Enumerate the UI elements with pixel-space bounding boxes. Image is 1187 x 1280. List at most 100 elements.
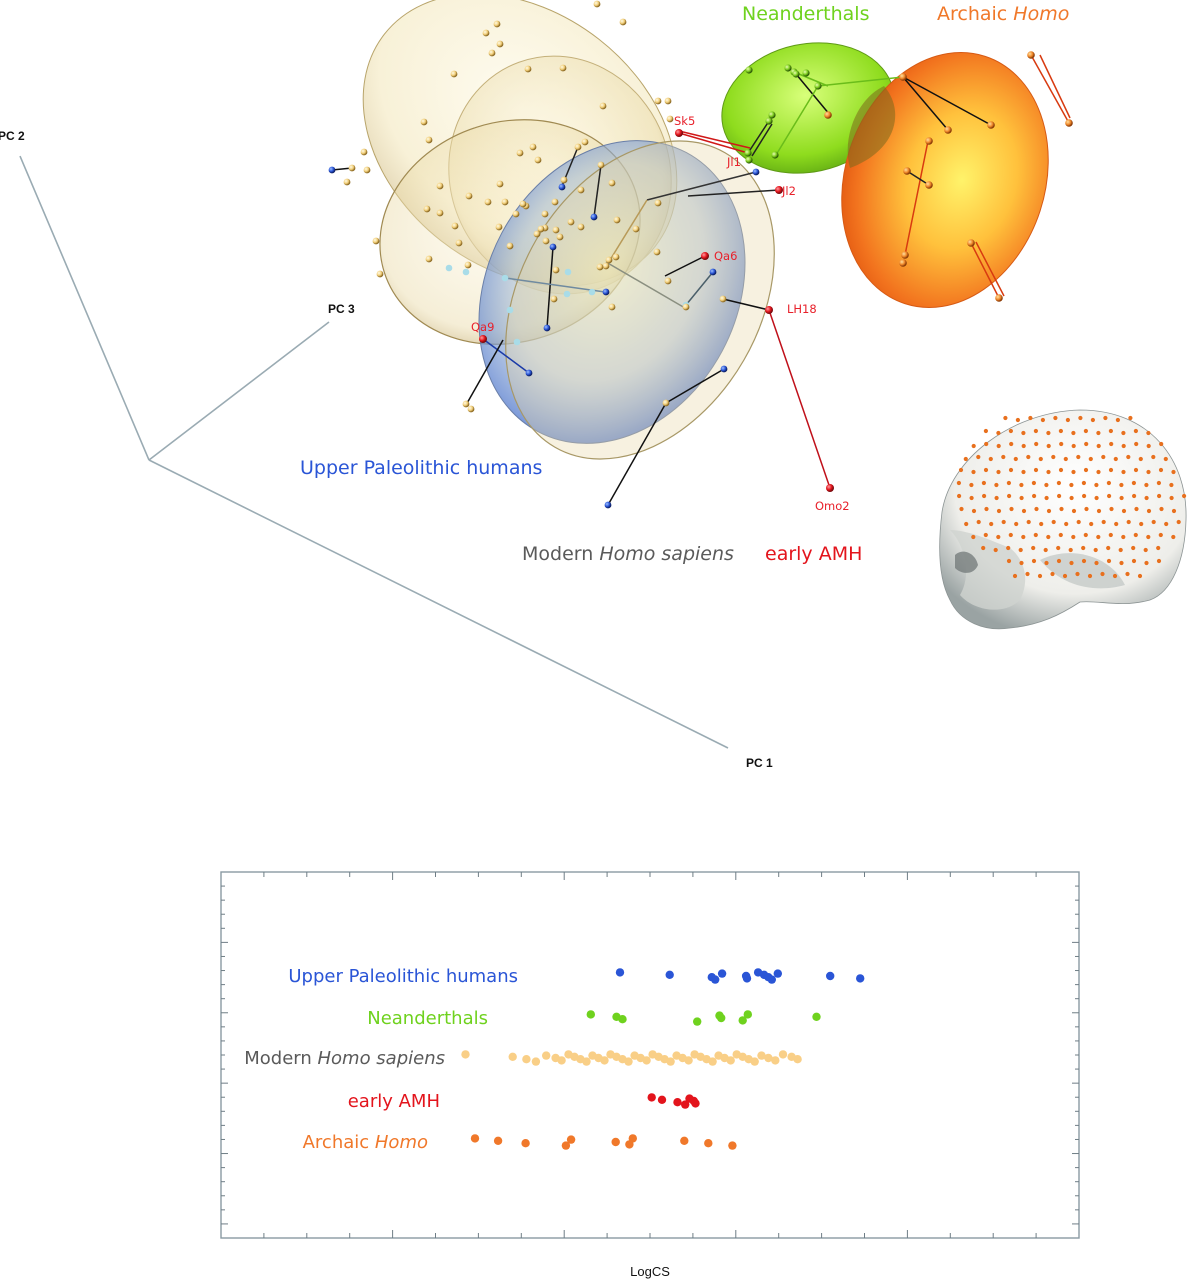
landmark-dot [1121, 469, 1126, 475]
landmark-dot [1033, 428, 1038, 434]
specimen-point-modern [372, 237, 380, 245]
specimen-point-modern [436, 209, 444, 217]
series-label-neanderthals: Neanderthals [367, 1008, 488, 1029]
specimen-point-modern [596, 263, 604, 271]
landmark-dot [1121, 443, 1126, 449]
data-point-modern_points [696, 1052, 705, 1062]
data-point-upper_paleolithic [615, 968, 625, 977]
specimen-point-upper-paleolithic [558, 183, 566, 191]
specimen-point-modern [524, 65, 532, 73]
specimen-point-archaic [925, 137, 933, 145]
link-line [817, 76, 904, 87]
landmark-dot [1094, 482, 1099, 488]
link-line [902, 76, 992, 126]
specimen-point-modern [343, 178, 351, 186]
specimen-point-modern [537, 225, 545, 233]
skull-inset [939, 409, 1187, 630]
series-label-italic: Homo sapiens [317, 1048, 445, 1069]
data-point-modern_points [531, 1057, 541, 1066]
specimen-point-modern [451, 222, 459, 230]
landmark-dot [1071, 430, 1076, 436]
landmark-dot [1126, 519, 1131, 525]
landmark-dot [1063, 456, 1068, 462]
data-point-modern_points [522, 1055, 531, 1064]
landmark-dot [1071, 508, 1077, 514]
data-point-upper_paleolithic [665, 970, 674, 979]
landmark-dot [1169, 482, 1174, 488]
landmark-dot [1171, 508, 1177, 514]
specimen-point-neanderthal [765, 117, 773, 125]
landmark-dot [1115, 417, 1120, 423]
axis-ticks [221, 872, 1079, 1238]
link-line [1039, 54, 1071, 119]
landmark-dot [1033, 532, 1038, 538]
specimen-point-archaic [967, 239, 975, 247]
specimen-points [328, 0, 1073, 509]
landmark-dot [1001, 454, 1006, 460]
data-point-modern_points [726, 1056, 735, 1065]
data-point-modern_points [672, 1051, 681, 1060]
link-line [768, 309, 831, 489]
landmark-dot [1015, 417, 1021, 423]
specimen-point-modern [560, 176, 568, 184]
data-point-modern_points [624, 1057, 633, 1066]
pca-3d-plot: PC 2 PC 3 PC 1 [0, 0, 1187, 770]
landmark-dot [1101, 519, 1106, 525]
series-label-early_amh: early AMH [348, 1091, 440, 1112]
specimen-point-modern [654, 97, 662, 105]
landmark-dot [1106, 480, 1111, 486]
pca-axes [19, 155, 729, 749]
data-point-archaic [493, 1136, 503, 1146]
specimen-point-archaic [987, 121, 995, 129]
landmark-dot [1137, 573, 1143, 579]
data-point-modern_points [576, 1055, 585, 1064]
specimen-labels: Sk5 Jl1 Jl2 Qa6 LH18 Qa9 Omo2 [471, 114, 850, 513]
specimen-point-modern [581, 138, 589, 146]
label-archaic-prefix: Archaic [937, 3, 1013, 25]
landmark-dot [1119, 560, 1124, 566]
link-line [722, 298, 770, 311]
link-line [793, 71, 829, 87]
specimen-point-modern [577, 186, 585, 194]
landmark-dot [1059, 506, 1064, 512]
landmark-dot [1171, 534, 1176, 540]
data-point-modern_points [570, 1052, 579, 1062]
landmark-dot [1021, 508, 1027, 514]
link-line [678, 132, 749, 154]
data-point-modern_points [618, 1055, 627, 1064]
specimen-point-neanderthal [745, 156, 753, 164]
landmark-dot [1133, 428, 1138, 434]
specimen-point-neanderthal [814, 82, 822, 90]
specimen-point-modern [608, 303, 616, 311]
landmark-dot [1071, 469, 1076, 475]
data-point-modern_points [757, 1051, 766, 1060]
landmark-dot [1056, 480, 1061, 486]
landmark-dot [996, 534, 1001, 540]
specimen-point-modern [496, 180, 504, 188]
data-point-modern_points [793, 1055, 802, 1064]
landmark-dot [1025, 571, 1030, 577]
specimen-point-neanderthal [802, 69, 810, 77]
landmark-dot [1050, 571, 1055, 577]
landmark-dot [956, 480, 962, 486]
specimen-point-modern [602, 262, 610, 270]
landmark-dot [1001, 519, 1006, 525]
specimen-point-modern [363, 166, 371, 174]
landmark-dot [1106, 545, 1111, 551]
landmark-dot [984, 441, 989, 447]
landmark-dot [1151, 519, 1156, 525]
data-point-modern_points [600, 1056, 609, 1065]
specimen-point-modern [719, 295, 727, 303]
landmark-dot [1134, 506, 1139, 512]
series-label-prefix: Archaic [303, 1132, 375, 1153]
landmark-dot [989, 521, 994, 527]
specimen-point-upper-paleolithic [602, 288, 610, 296]
landmark-dot [1019, 495, 1024, 501]
specimen-point-upper-paleolithic [543, 324, 551, 332]
landmark-dot [1058, 532, 1063, 538]
landmark-dot [1056, 545, 1061, 551]
landmark-dot [1059, 441, 1064, 447]
specimen-point-upper-paleolithic [328, 166, 336, 174]
landmark-dot [1062, 573, 1068, 579]
landmark-dot [1081, 545, 1086, 551]
